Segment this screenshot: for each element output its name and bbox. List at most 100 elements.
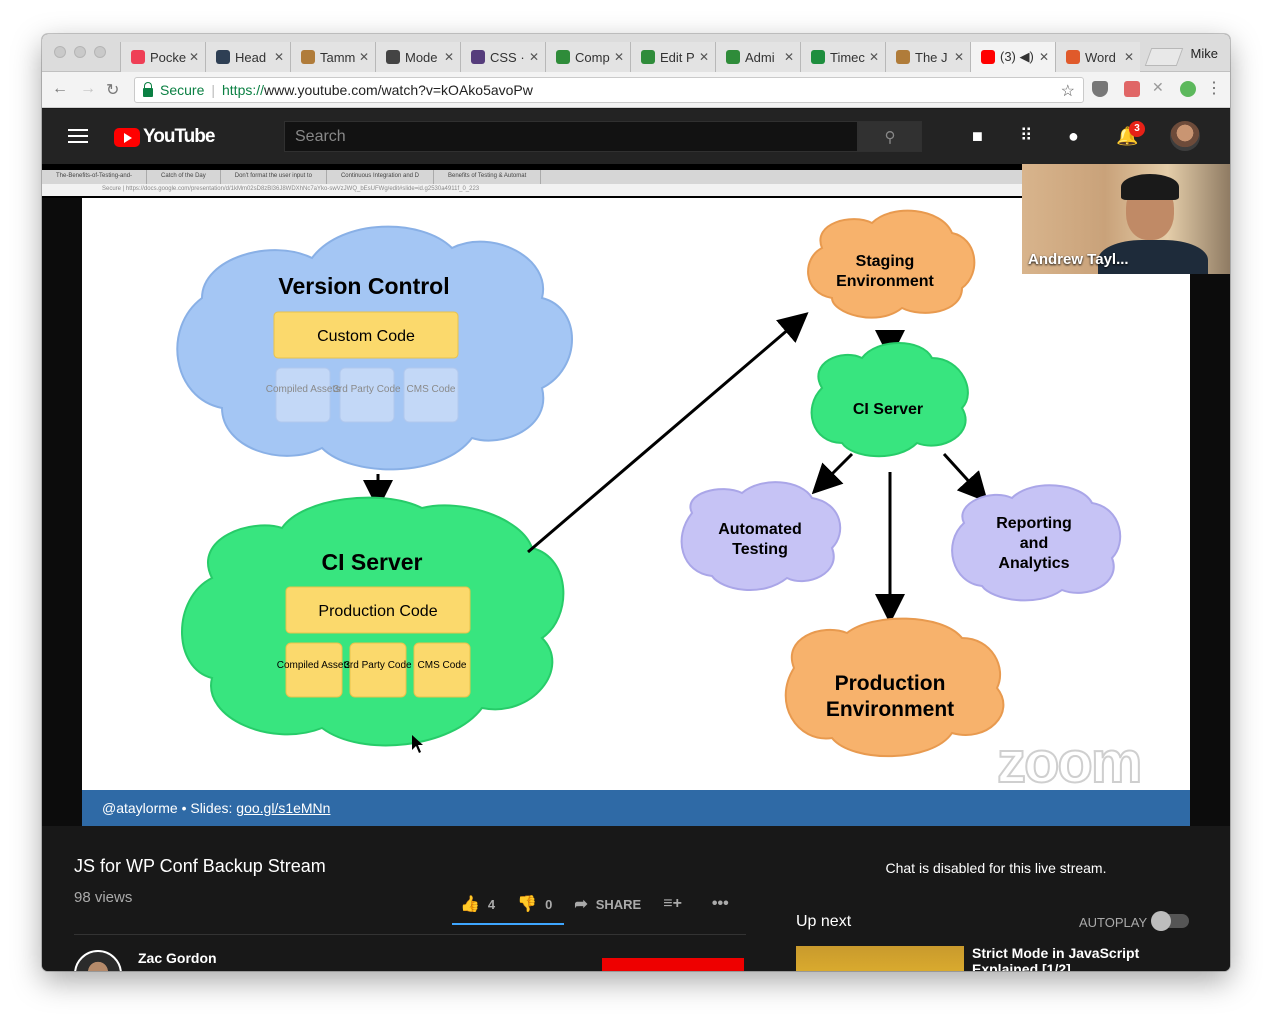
profile-name[interactable]: Mike — [1190, 46, 1218, 61]
secure-indicator[interactable]: Secure — [143, 81, 204, 98]
browser-tab[interactable]: The J✕ — [885, 42, 970, 72]
browser-tab[interactable]: Tamm✕ — [290, 42, 375, 72]
tab-favicon-icon — [556, 50, 570, 64]
bookmark-star-icon[interactable]: ☆ — [1060, 83, 1075, 100]
tab-close-icon[interactable]: ✕ — [1123, 50, 1134, 64]
tab-close-icon[interactable]: ✕ — [1038, 50, 1049, 64]
ci-diagram: Version Control Custom Code Compiled Ass… — [176, 209, 1122, 758]
reload-icon[interactable]: ↻ — [106, 82, 120, 99]
new-tab-button[interactable] — [1144, 48, 1184, 66]
tab-close-icon[interactable]: ✕ — [188, 50, 199, 64]
production-line-2: Environment — [826, 698, 954, 721]
tab-label: Edit P — [660, 49, 695, 65]
browser-tab[interactable]: Timec✕ — [800, 42, 885, 72]
video-player[interactable]: The-Benefits-of-Testing-and-Catch of the… — [42, 164, 1230, 826]
browser-tab[interactable]: Admi ✕ — [715, 42, 800, 72]
tab-close-icon[interactable]: ✕ — [273, 50, 284, 64]
search-icon: ⚲ — [884, 128, 896, 146]
tab-close-icon[interactable]: ✕ — [358, 50, 369, 64]
tab-close-icon[interactable]: ✕ — [868, 50, 879, 64]
address-bar[interactable]: Secure | https://www.youtube.com/watch?v… — [134, 77, 1084, 103]
like-button[interactable]: 👍4 — [460, 894, 495, 914]
letterbox-left — [42, 198, 82, 826]
minimize-window-button[interactable] — [74, 46, 86, 58]
grammarly-extension-icon[interactable] — [1180, 81, 1196, 97]
browser-tab[interactable]: Word✕ — [1055, 42, 1140, 72]
autoplay-toggle[interactable] — [1151, 911, 1189, 931]
tab-label: Admi — [745, 49, 775, 65]
thumbs-up-icon: 👍 — [460, 896, 480, 913]
slides-link[interactable]: goo.gl/s1eMNn — [236, 800, 331, 816]
tab-close-icon[interactable]: ✕ — [443, 50, 454, 64]
more-actions-button[interactable]: ••• — [712, 895, 737, 913]
browser-tab[interactable]: Head ✕ — [205, 42, 290, 72]
tab-label: Head — [235, 49, 267, 65]
slide-footer: @ataylorme • Slides: goo.gl/s1eMNn — [82, 790, 1190, 826]
notification-count-badge: 3 — [1129, 121, 1145, 137]
thumbs-down-icon: 👎 — [517, 896, 538, 913]
lock-icon — [143, 81, 153, 97]
zoom-watermark: zoom — [996, 729, 1143, 796]
tab-close-icon[interactable]: ✕ — [953, 50, 964, 64]
search-button[interactable]: ⚲ — [858, 121, 922, 152]
automated-line-1: Automated — [718, 521, 802, 538]
shared-screen-tab: Benefits of Testing & Automat — [434, 170, 542, 184]
video-info-area: JS for WP Conf Backup Stream 98 views 👍4… — [42, 826, 1230, 971]
tab-favicon-icon — [301, 50, 315, 64]
tab-close-icon[interactable]: ✕ — [613, 50, 624, 64]
production-environment-cloud: Production Environment — [784, 617, 1005, 758]
create-video-icon[interactable]: ■ — [972, 126, 983, 146]
close-window-button[interactable] — [54, 46, 66, 58]
pocket-extension-icon[interactable] — [1092, 81, 1108, 97]
extension-icon[interactable] — [1124, 81, 1140, 97]
menu-dots-icon[interactable]: ⋮ — [1206, 80, 1222, 97]
tab-favicon-icon — [981, 50, 995, 64]
vc-third-party-code: 3rd Party Code — [333, 384, 401, 395]
tab-label: Tamm — [320, 49, 356, 65]
chat-disabled-message: Chat is disabled for this live stream. — [885, 860, 1107, 876]
mouse-cursor-icon — [412, 735, 423, 753]
presenter-name: Andrew Tayl... — [1028, 251, 1129, 268]
dislike-count: 0 — [545, 896, 553, 912]
tab-label: Comp — [575, 49, 610, 65]
ci-compiled-assets: Compiled Assets — [277, 660, 351, 671]
more-dots-icon: ••• — [711, 895, 729, 912]
back-arrow-icon[interactable]: ← — [52, 80, 68, 97]
production-line-1: Production — [835, 672, 946, 695]
messages-icon[interactable]: ● — [1068, 126, 1079, 146]
subscribe-button[interactable] — [602, 958, 744, 971]
tab-close-icon[interactable]: ✕ — [698, 50, 709, 64]
dislike-button[interactable]: 👎0 — [517, 894, 552, 914]
browser-window: Pocke✕Head✕Tamm✕Mode✕CSS ·✕Comp✕Edit P✕A… — [42, 34, 1230, 971]
version-control-cloud: Version Control Custom Code Compiled Ass… — [176, 225, 573, 471]
tab-close-icon[interactable]: ✕ — [528, 50, 539, 64]
automated-line-2: Testing — [732, 541, 788, 558]
pin-extension-icon[interactable]: ✕ — [1152, 79, 1164, 95]
menu-icon[interactable] — [68, 129, 88, 147]
channel-avatar[interactable] — [74, 950, 122, 971]
browser-tab[interactable]: (3) ◀)✕ — [970, 42, 1055, 72]
save-to-playlist-button[interactable]: ≡+ — [663, 895, 690, 913]
ci-server-main-cloud: CI Server Production Code Compiled Asset… — [181, 496, 565, 747]
channel-name[interactable]: Zac Gordon — [138, 950, 217, 966]
zoom-window-button[interactable] — [94, 46, 106, 58]
tab-favicon-icon — [641, 50, 655, 64]
presentation-slide: Version Control Custom Code Compiled Ass… — [82, 198, 1190, 796]
next-video-title[interactable]: Strict Mode in JavaScript Explained [1/2… — [972, 945, 1140, 971]
forward-arrow-icon[interactable]: → — [80, 80, 96, 97]
browser-tab[interactable]: Pocke✕ — [120, 42, 205, 72]
browser-tab[interactable]: Edit P✕ — [630, 42, 715, 72]
search-input[interactable]: Search — [284, 121, 858, 152]
browser-tab[interactable]: Mode✕ — [375, 42, 460, 72]
browser-tab[interactable]: CSS ·✕ — [460, 42, 545, 72]
tab-close-icon[interactable]: ✕ — [783, 50, 794, 64]
next-video-thumbnail[interactable] — [796, 946, 964, 971]
share-button[interactable]: ➦SHARE — [574, 894, 641, 914]
staging-line-1: Staging — [856, 253, 915, 270]
browser-tab[interactable]: Comp✕ — [545, 42, 630, 72]
account-avatar[interactable] — [1170, 121, 1200, 151]
video-title: JS for WP Conf Backup Stream — [74, 856, 326, 876]
apps-grid-icon[interactable]: ⠿ — [1020, 126, 1033, 145]
ci-third-party-code: 3rd Party Code — [344, 660, 412, 671]
youtube-logo[interactable]: YouTube — [114, 126, 215, 148]
